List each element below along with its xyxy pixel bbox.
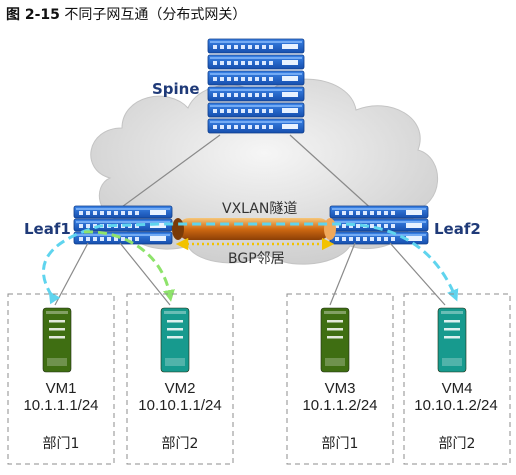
spine-switch-unit [207,54,305,70]
vm1-dept: 部门1 [42,436,80,452]
vxlan-tunnel [172,218,336,240]
spine-switch-unit [207,86,305,102]
vm2-server-icon [160,307,190,373]
dept-box-3 [286,293,394,465]
vm1-ip: 10.1.1.1/24 [23,397,99,414]
leaf2-switch-unit [329,205,429,219]
leaf2-label: Leaf2 [434,220,481,238]
vm4-ip: 10.10.1.2/24 [414,397,498,414]
vm3-ip: 10.1.1.2/24 [302,397,378,414]
bgp-neighbor-label: BGP邻居 [228,251,285,267]
spine-switch-unit [207,118,305,134]
spine-switch-unit [207,70,305,86]
leaf2-switch-unit [329,231,429,245]
traffic-path-cyan [41,222,459,305]
figure-title: 不同子网互通（分布式网关） [59,7,247,23]
leaf1-label: Leaf1 [24,220,71,238]
figure-caption: 图 2-15 不同子网互通（分布式网关） [6,4,246,24]
vm3-server-icon [320,307,350,373]
figure-number: 图 2-15 [6,7,60,23]
leaf2-switch-icon [329,205,429,245]
vm1-name: VM1 [45,380,77,397]
dept-box-4 [403,293,511,465]
leaf2-vm4-link [389,242,446,306]
traffic-path-green [83,230,175,302]
spine-leaf2-link [289,134,376,213]
leaf1-switch-unit [73,205,173,219]
leaf1-switch-unit [73,231,173,245]
leaf2-switch-unit [329,218,429,232]
vm2-ip: 10.10.1.1/24 [138,397,222,414]
vm4-server-icon [437,307,467,373]
spine-switch-unit [207,102,305,118]
dept-box-1 [7,293,115,465]
dept-box-2 [126,293,234,465]
vm4-dept: 部门2 [438,436,476,452]
vm1-server-icon [42,307,72,373]
spine-switch-icon [207,38,305,134]
vm3-name: VM3 [324,380,356,397]
vm2-name: VM2 [164,380,196,397]
vm3-dept: 部门1 [321,436,359,452]
spine-switch-unit [207,38,305,54]
vm4-name: VM4 [441,380,473,397]
vm2-dept: 部门2 [161,436,199,452]
vxlan-tunnel-label: VXLAN隧道 [222,201,298,217]
spine-label: Spine [152,80,200,98]
leaf1-vm1-link [54,242,89,306]
spine-leaf1-link [114,134,221,213]
